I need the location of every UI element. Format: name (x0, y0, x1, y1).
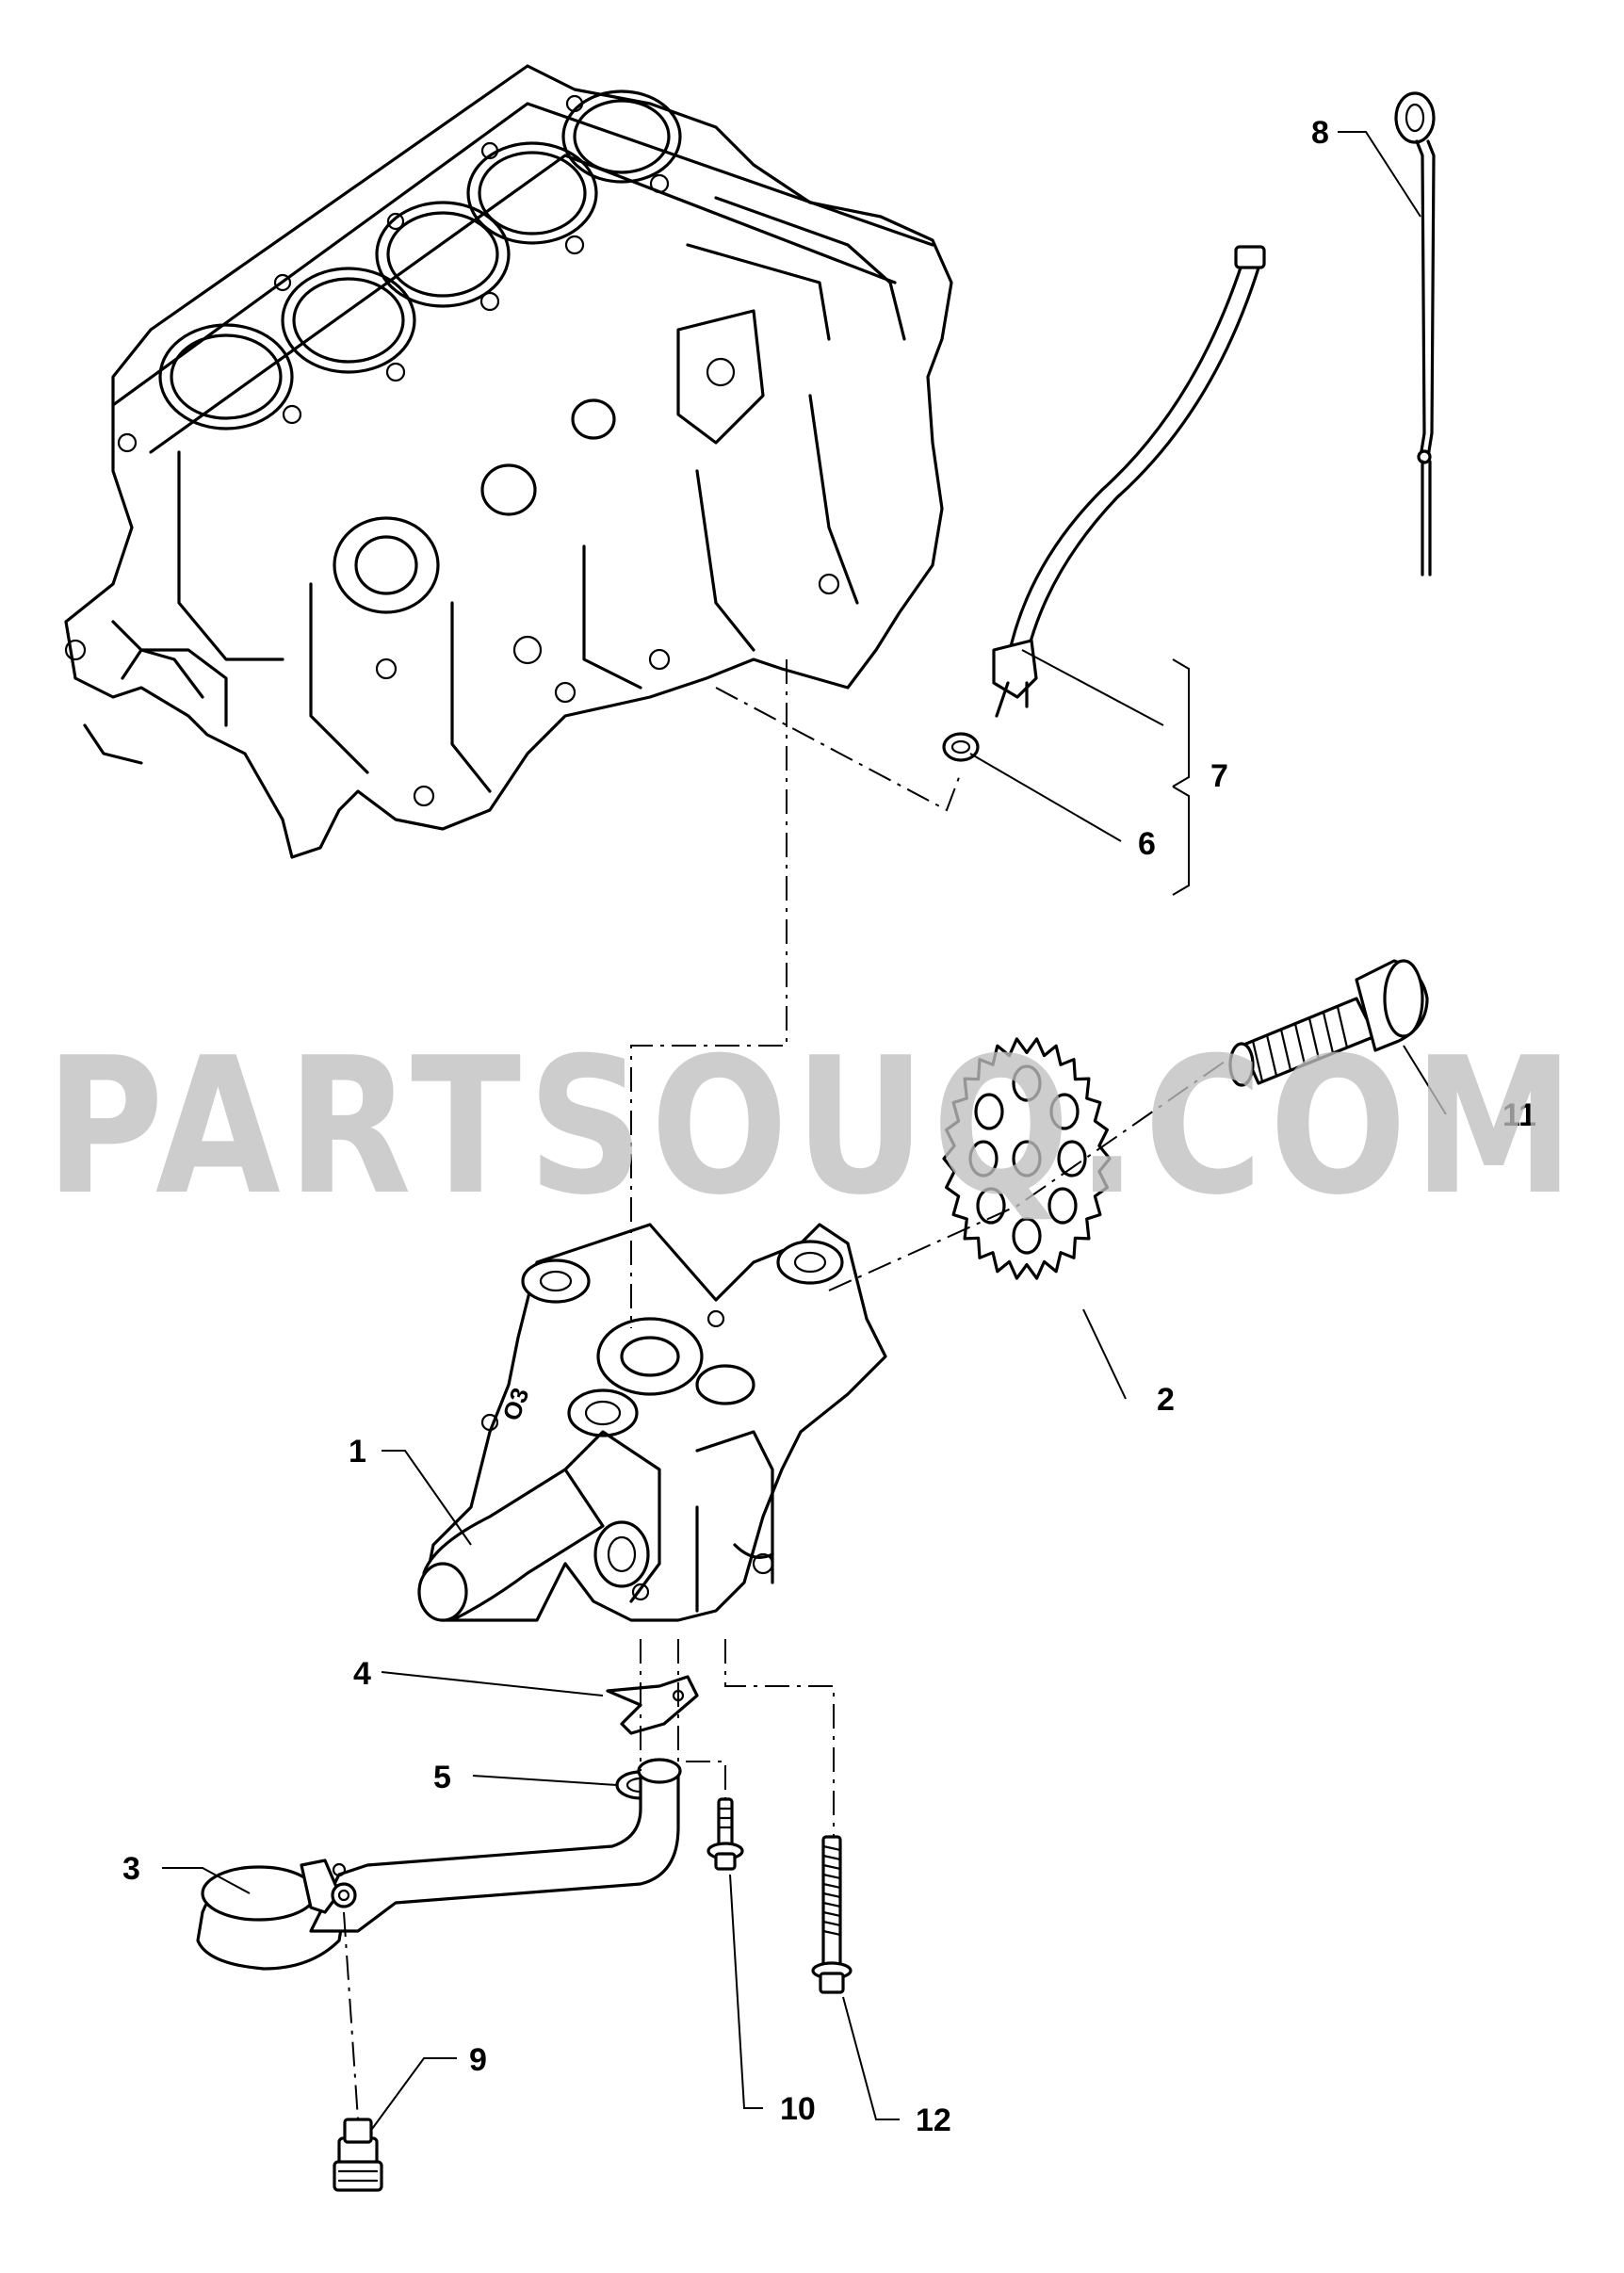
callout-3: 3 (122, 1851, 140, 1887)
assembly-centerlines (343, 659, 1235, 2120)
callout-12: 12 (916, 2103, 951, 2138)
callout-9: 9 (469, 2042, 487, 2078)
callout-10: 10 (780, 2091, 816, 2127)
oil-pump-assembly: O3 (417, 1223, 887, 1622)
leader-lines (162, 131, 1447, 2130)
callout-numbers: 8 7 6 11 2 1 4 5 3 9 10 12 (122, 115, 1536, 2138)
sprocket-hole (1057, 1140, 1087, 1177)
oil-pump-drive-sprocket (942, 1037, 1112, 1280)
oil-level-gauge (1394, 91, 1436, 576)
sprocket-hole (1012, 1217, 1042, 1255)
callout-6: 6 (1138, 826, 1156, 862)
union-bolt-9 (333, 2118, 383, 2192)
callout-8: 8 (1311, 115, 1329, 151)
callout-2: 2 (1157, 1382, 1175, 1418)
bolt-10 (706, 1797, 744, 1871)
sprocket-hole (968, 1140, 999, 1177)
sprocket-hole (974, 1093, 1004, 1130)
o-ring-6 (942, 732, 980, 762)
watermark-text: PARTSOUQ.COM (45, 1017, 1581, 1237)
oil-strainer (196, 1758, 682, 1971)
oil-level-gauge-guide (992, 245, 1266, 718)
callout-4: 4 (353, 1656, 371, 1692)
gasket-4 (606, 1675, 699, 1735)
bolt-12 (811, 1835, 853, 1994)
callout-7: 7 (1210, 758, 1228, 794)
engine-block (64, 64, 953, 859)
sprocket-hole (1049, 1093, 1080, 1130)
sprocket-hole (1047, 1187, 1078, 1225)
sprocket-hole (1012, 1064, 1042, 1102)
callout-5: 5 (433, 1760, 451, 1795)
sprocket-bolt (1228, 959, 1429, 1087)
callout-11: 11 (1502, 1097, 1536, 1133)
sprocket-hole (1012, 1140, 1042, 1177)
callout-1: 1 (349, 1434, 366, 1469)
